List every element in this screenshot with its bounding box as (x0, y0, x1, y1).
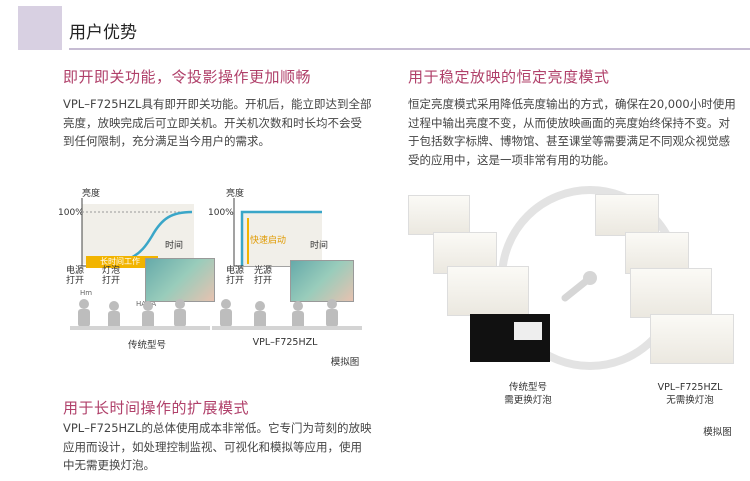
scene-conventional-1 (408, 195, 470, 235)
constant-illustration (405, 180, 745, 380)
caption-f725hzl: VPL–F725HZL (252, 337, 318, 348)
chart-bg (242, 212, 322, 266)
constant-body: 恒定亮度模式采用降低亮度输出的方式，确保在20,000小时使用过程中输出亮度不变… (408, 97, 736, 167)
mark-power-on: 电源 打开 (226, 266, 245, 286)
dark-screen (514, 322, 542, 340)
mark-power-on: 电源 打开 (66, 266, 85, 286)
header-divider (69, 48, 750, 50)
scene-conventional-3 (447, 266, 529, 316)
dial-center (583, 271, 597, 285)
instant-body: VPL–F725HZL具有即开即关功能。开机后，能立即达到全部亮度，放映完成后可… (63, 97, 372, 148)
axis-ylabel: 亮度 (82, 189, 101, 199)
diagram-f725hzl: 亮度 100% 快速启动 时间 电源 打开 光源 打开 (208, 186, 378, 336)
quick-curve (240, 210, 322, 266)
diagram-conventional: 亮度 100% 时间 长时间工作 电源 打开 灯泡 打开 Hm HAHA (40, 186, 215, 336)
sfx-hm: Hm (80, 289, 93, 297)
audience-silhouettes (212, 299, 362, 330)
quick-start-chart (233, 198, 324, 267)
caption-conventional: 传统型号 (127, 340, 166, 351)
long-work-band (86, 256, 158, 268)
quick-start-label: 快速启动 (250, 236, 287, 246)
page-title: 用户优势 (69, 23, 137, 43)
scene-f725-1 (595, 194, 659, 236)
header-color-block (18, 6, 62, 50)
note-simulated-right: 模拟图 (703, 427, 732, 438)
caption-needs-lamp: 传统型号 需更换灯泡 (504, 382, 552, 406)
extend-body: VPL–F725HZL的总体使用成本非常低。它专门为苛刻的放映应用而设计，如处理… (63, 421, 372, 472)
axis-xlabel: 时间 (165, 241, 184, 251)
band-label: 长时间工作 (100, 257, 140, 266)
extend-heading: 用于长时间操作的扩展模式 (63, 399, 250, 417)
constant-heading: 用于稳定放映的恒定亮度模式 (408, 68, 610, 86)
projection-screen (290, 260, 354, 302)
axis-y100: 100% (208, 208, 234, 218)
caption-no-lamp: VPL–F725HZL 无需换灯泡 (657, 382, 723, 406)
scene-conventional-dark (470, 314, 550, 362)
instant-heading: 即开即关功能，令投影操作更加顺畅 (63, 68, 312, 86)
mark-lamp-on: 灯泡 打开 (102, 266, 121, 286)
scene-f725-3 (630, 268, 712, 318)
axis-xlabel: 时间 (310, 241, 329, 251)
axis-y100: 100% (58, 208, 84, 218)
scene-f725-4 (650, 314, 734, 364)
audience-silhouettes (70, 299, 210, 330)
note-simulated-left: 模拟图 (330, 357, 360, 368)
mark-light-on: 光源 打开 (254, 266, 273, 286)
axis-ylabel: 亮度 (226, 189, 245, 199)
